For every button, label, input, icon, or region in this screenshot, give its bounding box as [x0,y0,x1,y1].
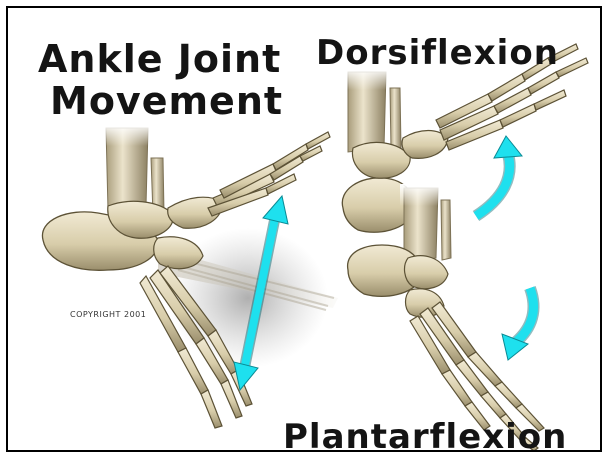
plantarflexion-arrow [502,288,534,360]
diagram-frame: Ankle Joint Movement Dorsiflexion Planta… [6,6,602,452]
title-line-1: Ankle Joint [38,40,281,78]
dorsiflexion-arrow [476,136,522,216]
dorsiflexion-label: Dorsiflexion [316,36,559,70]
copyright-notice: COPYRIGHT 2001 [70,310,146,319]
left-foot-illustration [42,124,338,428]
upper-metatarsals [208,132,330,216]
title-line-2: Movement [50,82,283,120]
plantarflexion-label: Plantarflexion [283,420,567,452]
